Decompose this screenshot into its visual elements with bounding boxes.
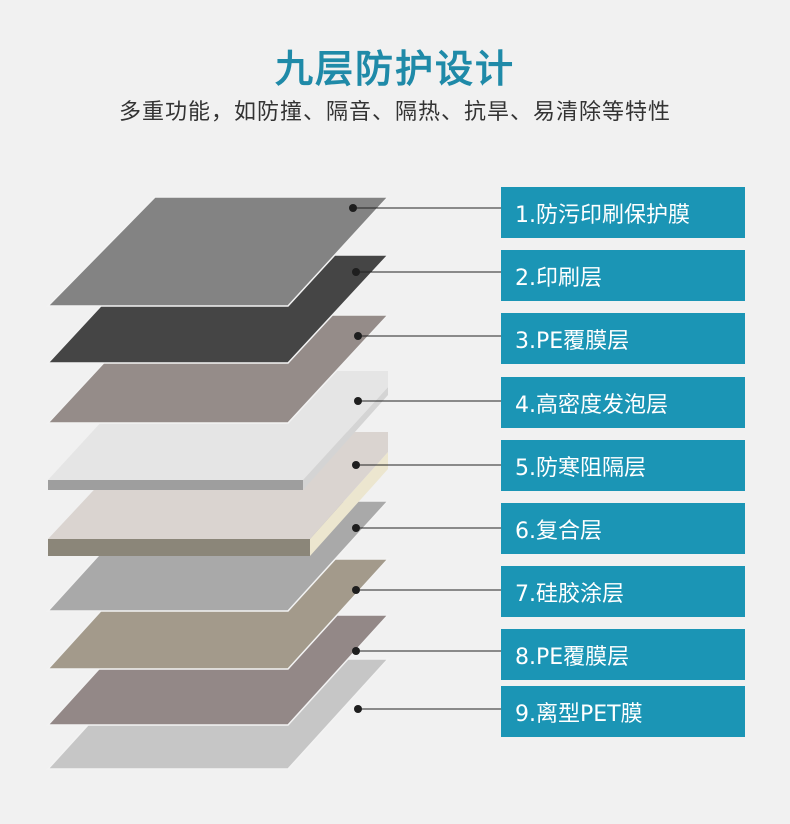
layer-label-1: 1.防污印刷保护膜 xyxy=(501,187,745,238)
page-title: 九层防护设计 xyxy=(274,47,515,91)
leader-dot-3 xyxy=(354,332,362,340)
leader-dot-4 xyxy=(354,397,362,405)
layer-label-4: 4.高密度发泡层 xyxy=(501,377,745,428)
page-subtitle: 多重功能，如防撞、隔音、隔热、抗旱、易清除等特性 xyxy=(118,100,671,125)
leader-dot-1 xyxy=(349,204,357,212)
layer-label-5: 5.防寒阻隔层 xyxy=(501,440,745,491)
leader-dot-6 xyxy=(352,524,360,532)
layer-label-9: 9.离型PET膜 xyxy=(501,686,745,737)
leader-lines xyxy=(353,207,501,710)
layer-label-6: 6.复合层 xyxy=(501,503,745,554)
layer-label-8: 8.PE覆膜层 xyxy=(501,629,745,680)
leader-dots xyxy=(349,204,362,713)
layer-4-front xyxy=(48,480,303,490)
leader-dot-8 xyxy=(352,647,360,655)
layer-5-side xyxy=(310,452,388,556)
leader-dot-9 xyxy=(354,705,362,713)
layer-4-side xyxy=(303,387,388,490)
layer-label-7: 7.硅胶涂层 xyxy=(501,566,745,617)
layer-5-front xyxy=(48,539,310,556)
layer-1 xyxy=(46,196,390,307)
leader-dot-7 xyxy=(352,586,360,594)
layer-label-2: 2.印刷层 xyxy=(501,250,745,301)
leader-dot-5 xyxy=(352,461,360,469)
leader-dot-2 xyxy=(352,268,360,276)
layer-label-3: 3.PE覆膜层 xyxy=(501,313,745,364)
layer-1-face xyxy=(46,196,390,307)
